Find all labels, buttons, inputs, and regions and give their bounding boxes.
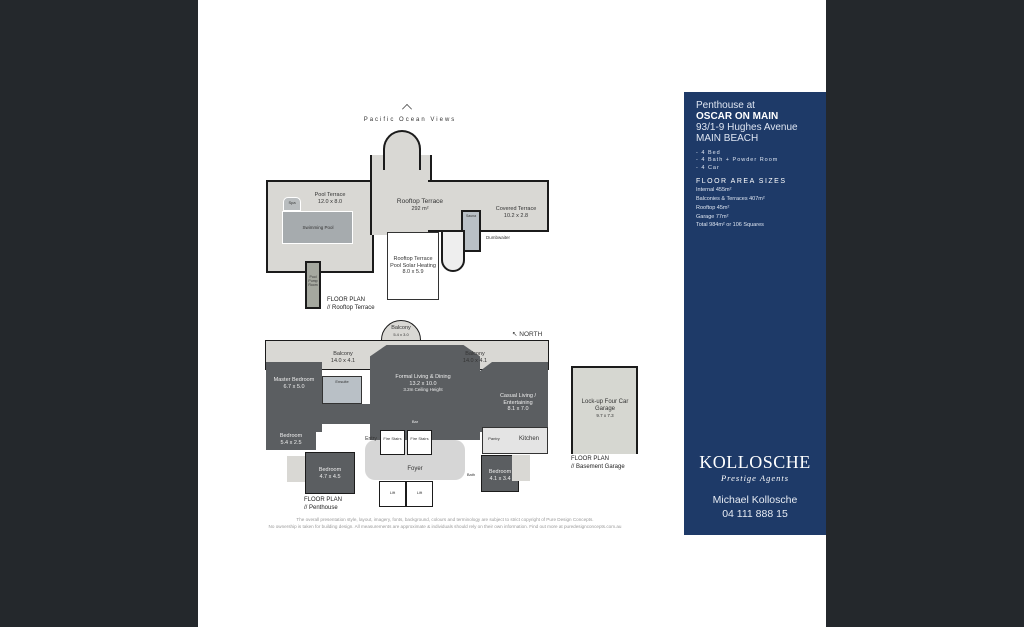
room-size: 13.2 x 10.0 — [409, 380, 437, 387]
feature-item: - 4 Bath + Powder Room — [696, 157, 779, 164]
rooftop-bay — [383, 130, 421, 170]
formal-living — [370, 345, 480, 440]
balcony-left — [287, 456, 305, 482]
master-bedroom — [266, 362, 322, 432]
caption-sub: // Basement Garage — [571, 463, 625, 470]
room-name: Balcony — [465, 351, 485, 357]
ceiling-note: 3.2m Ceiling Height — [403, 387, 443, 393]
room-name: Entry — [365, 436, 377, 442]
north-arrow-icon: ↖ — [512, 331, 518, 338]
feature-item: - 4 Car — [696, 164, 720, 171]
feature-item: - 4 Bed — [696, 150, 721, 156]
room-size: 14.0 x 4.1 — [330, 357, 356, 364]
room-name: Pool Pump Room — [308, 275, 318, 288]
room-name: Rooftop Terrace — [396, 198, 444, 205]
room-name: Bar — [411, 419, 419, 424]
room-name: Swimming Pool — [302, 225, 334, 230]
room-size: 14.0 x 4.1 — [462, 357, 488, 364]
wir — [322, 404, 370, 424]
caption-title: FLOOR PLAN — [327, 297, 366, 303]
stair-tower — [441, 230, 465, 272]
room-name: Fire Stairs — [383, 436, 402, 441]
dumbwaiter-label: Dumbwaiter — [486, 235, 511, 240]
garage — [571, 366, 638, 454]
room-name: Bath — [466, 472, 476, 477]
caption-sub: // Rooftop Terrace — [327, 304, 375, 311]
room-name: Foyer — [407, 466, 423, 472]
bedroom-1 — [266, 428, 316, 450]
room-name: Casual Living / Entertaining — [499, 393, 537, 406]
room-name: Formal Living & Dining — [395, 374, 451, 380]
view-label: Pacific Ocean Views — [363, 117, 457, 123]
room-name: Fire Stairs — [410, 436, 429, 441]
room-name: Lift — [389, 490, 396, 495]
room-name: Pool Terrace — [314, 192, 346, 198]
brand-tagline: Prestige Agents — [720, 473, 790, 483]
brand-name: KOLLOSCHE — [699, 452, 811, 472]
room-name: Bedroom — [279, 433, 303, 439]
caption-title: FLOOR PLAN — [571, 456, 610, 462]
room-name: Balcony — [333, 351, 353, 357]
area-item: Rooftop 45m² — [696, 204, 730, 211]
disclaimer-line: No ownership is taken for building desig… — [268, 523, 622, 529]
room-size: 4.7 x 4.5 — [319, 473, 341, 480]
agent-phone: 04 111 888 15 — [722, 507, 788, 520]
room-name: Bedroom — [318, 467, 342, 473]
area-title: FLOOR AREA SIZES — [696, 178, 787, 186]
caption-title: FLOOR PLAN — [304, 497, 343, 503]
room-size: 292 m² — [411, 205, 429, 212]
suburb: MAIN BEACH — [696, 133, 759, 144]
kitchen — [482, 427, 548, 454]
caption-sub: // Penthouse — [304, 504, 338, 511]
casual-living — [478, 362, 548, 432]
bedroom-2 — [305, 452, 355, 494]
disclaimer-line: The overall presentation style, layout, … — [296, 517, 594, 522]
room-size: 8.0 x 5.9 — [402, 269, 424, 276]
room-name: Sauna — [465, 214, 477, 218]
room-size: 10.2 x 2.8 — [503, 212, 529, 219]
brand-logo: KOLLOSCHE Prestige Agents — [684, 452, 826, 483]
solar-heating-area — [387, 232, 439, 300]
room-name: Lift — [416, 490, 423, 495]
room-size: 5.4 x 3.0 — [393, 331, 409, 337]
room-name: Kitchen — [518, 436, 539, 442]
room-name: Lock-up Four Car Garage — [581, 399, 629, 413]
room-size: 8.1 x 7.0 — [507, 406, 529, 413]
room-name: Pantry — [488, 436, 500, 441]
room-name: Rooftop Terrace Pool Solar Heating — [390, 256, 436, 269]
balcony-right — [512, 455, 530, 481]
room-name: Bedroom — [488, 469, 512, 475]
room-size: 12.0 x 8.0 — [317, 198, 343, 205]
area-item: Internal 455m² — [696, 187, 732, 194]
disclaimer: The overall presentation style, layout, … — [225, 517, 665, 531]
north-label: NORTH — [519, 331, 543, 338]
room-name: Covered Terrace — [495, 206, 537, 212]
info-panel: Penthouse at OSCAR ON MAIN 93/1-9 Hughes… — [684, 92, 826, 535]
address: 93/1-9 Hughes Avenue — [696, 122, 798, 133]
room-name: Spa — [288, 200, 296, 205]
building-name: OSCAR ON MAIN — [696, 111, 779, 122]
room-name: Balcony — [391, 325, 411, 331]
lift-1 — [379, 481, 406, 507]
room-name: Master Bedroom — [273, 377, 315, 383]
title-line: Penthouse at — [696, 100, 755, 111]
fire-stairs-1 — [380, 430, 405, 455]
north-indicator: ↖ NORTH — [512, 330, 542, 338]
lift-2 — [406, 481, 433, 507]
room-size: 6.7 x 5.0 — [283, 383, 305, 390]
room-size: 5.4 x 2.5 — [280, 439, 302, 446]
covered-terrace-area — [428, 180, 549, 232]
fire-stairs-2 — [407, 430, 432, 455]
spa — [283, 197, 301, 211]
swimming-pool — [282, 211, 353, 244]
area-item: Balconies & Terraces 407m² — [696, 196, 765, 203]
ensuite — [322, 376, 362, 404]
room-size: 9.7 x 7.3 — [596, 413, 614, 419]
room-size: 4.1 x 3.4 — [489, 475, 511, 482]
pool-pump-room — [305, 261, 321, 309]
room-name: Ensuite — [335, 379, 349, 384]
agent-name: Michael Kollosche — [712, 494, 798, 506]
area-item: Total 984m² or 106 Squares — [696, 222, 764, 229]
area-item: Garage 77m² — [696, 213, 729, 220]
